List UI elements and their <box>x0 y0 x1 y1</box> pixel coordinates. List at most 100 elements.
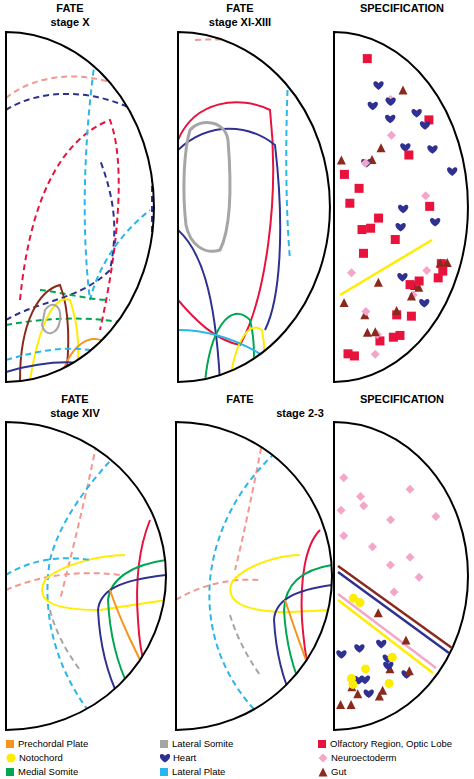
cell-fate-symbol <box>373 81 383 90</box>
legend-text: Lateral Plate <box>172 766 225 778</box>
stage-label: stage X <box>50 16 89 29</box>
legend-text: Olfactory Region, Optic Lobe <box>330 738 452 750</box>
cell-fate-symbol <box>415 277 424 286</box>
cell-fate-symbol <box>405 666 414 675</box>
cell-fate-symbol <box>404 151 413 160</box>
cell-fate-symbol <box>340 170 349 179</box>
cell-fate-symbol <box>425 202 434 211</box>
cell-fate-symbol <box>398 85 407 94</box>
cell-fate-symbol <box>344 349 353 358</box>
legend-text: Medial Somite <box>18 766 78 778</box>
cell-fate-symbol <box>407 312 416 321</box>
legend-text: Notochord <box>19 752 63 764</box>
cell-fate-symbol <box>345 199 354 208</box>
cell-fate-symbol <box>411 109 421 118</box>
cell-fate-symbol <box>383 662 393 671</box>
fate-map-stage-x <box>6 40 152 380</box>
legend-entry: Neuroectoderm <box>318 752 396 764</box>
cell-fate-symbol <box>385 115 395 124</box>
cell-fate-symbol <box>359 249 368 258</box>
cell-fate-symbol <box>366 224 375 233</box>
cell-fate-symbol <box>385 97 395 106</box>
legend-entry: Prechordal Plate <box>6 738 88 750</box>
cell-fate-symbol <box>422 266 431 275</box>
cell-fate-symbol <box>397 273 407 282</box>
cell-fate-symbol <box>374 278 383 287</box>
cell-fate-symbol <box>348 680 357 689</box>
cell-fate-symbol <box>347 700 356 709</box>
legend-text: Gut <box>331 766 346 778</box>
legend-entry: Olfactory Region, Optic Lobe <box>318 738 452 750</box>
cell-fate-symbol <box>431 512 440 521</box>
cell-fate-symbol <box>387 131 396 140</box>
cell-fate-symbol <box>355 184 364 193</box>
cell-fate-symbol <box>376 143 385 152</box>
panel-heading: SPECIFICATION <box>360 393 444 406</box>
cell-fate-symbol <box>363 54 372 63</box>
legend-text: Neuroectoderm <box>331 752 396 764</box>
cell-fate-symbol <box>406 280 415 289</box>
cell-fate-symbol <box>339 473 348 482</box>
cell-fate-symbol <box>420 121 430 130</box>
cell-fate-symbol <box>385 679 394 688</box>
cell-fate-symbol <box>375 692 384 701</box>
cell-fate-symbol <box>374 608 383 617</box>
legend-entry: Lateral Somite <box>160 738 233 750</box>
cell-fate-symbol <box>438 267 447 276</box>
stage-label: FATE <box>226 2 253 15</box>
cell-fate-symbol <box>419 299 429 308</box>
cell-fate-symbol <box>415 573 424 582</box>
cell-fate-symbol <box>371 327 380 336</box>
cell-fate-symbol <box>361 307 370 316</box>
legend-entry: Lateral Plate <box>160 766 225 778</box>
legend-swatch <box>6 768 14 776</box>
legend-entry: Medial Somite <box>6 766 78 778</box>
specification-boundary <box>340 240 432 295</box>
cell-fate-symbol <box>395 331 404 340</box>
cell-fate-symbol <box>337 506 346 515</box>
cell-fate-symbol <box>359 501 368 510</box>
cell-fate-symbol <box>336 650 346 659</box>
cell-fate-symbol <box>7 754 16 763</box>
cell-fate-symbol <box>386 560 395 569</box>
cell-fate-symbol <box>368 102 378 111</box>
cell-fate-symbol <box>388 653 397 662</box>
legend-swatch <box>6 740 14 748</box>
embryo-outline <box>6 422 166 730</box>
legend-text: Heart <box>173 752 196 764</box>
cell-fate-symbol <box>357 225 366 234</box>
cell-fate-symbol <box>447 167 457 176</box>
legend-entry: Heart <box>160 752 196 764</box>
legend-symbol <box>318 753 328 763</box>
stage-label: FATE <box>61 393 88 406</box>
cell-fate-symbol <box>339 531 348 540</box>
cell-fate-symbol <box>398 205 408 214</box>
fate-map-stage-xiv <box>6 425 166 725</box>
cell-fate-symbol <box>361 158 370 167</box>
legend-entry: Gut <box>318 766 346 778</box>
cell-fate-symbol <box>376 640 386 649</box>
cell-fate-symbol <box>400 143 410 152</box>
cell-fate-symbol <box>406 553 415 562</box>
cell-fate-symbol <box>421 191 430 200</box>
legend-symbol <box>6 753 16 763</box>
fate-map-stage-2-3 <box>176 428 332 725</box>
legend-symbol <box>318 767 328 777</box>
legend-swatch <box>160 740 168 748</box>
cell-fate-symbol <box>360 676 370 685</box>
cell-fate-symbol <box>386 515 395 524</box>
stage-label: FATE <box>226 393 253 406</box>
cell-fate-symbol <box>401 635 410 644</box>
specification-boundary <box>338 594 436 668</box>
cell-fate-symbol <box>340 298 349 307</box>
panel-heading: SPECIFICATION <box>360 2 444 15</box>
cell-fate-symbol <box>391 235 400 244</box>
cell-fate-symbol <box>354 644 364 653</box>
legend-symbol <box>160 753 170 763</box>
cell-fate-symbol <box>390 587 399 596</box>
embryo-outline <box>176 422 332 730</box>
cell-fate-symbol <box>319 768 328 777</box>
cell-fate-symbol <box>364 689 374 698</box>
cell-fate-symbol <box>405 485 414 494</box>
